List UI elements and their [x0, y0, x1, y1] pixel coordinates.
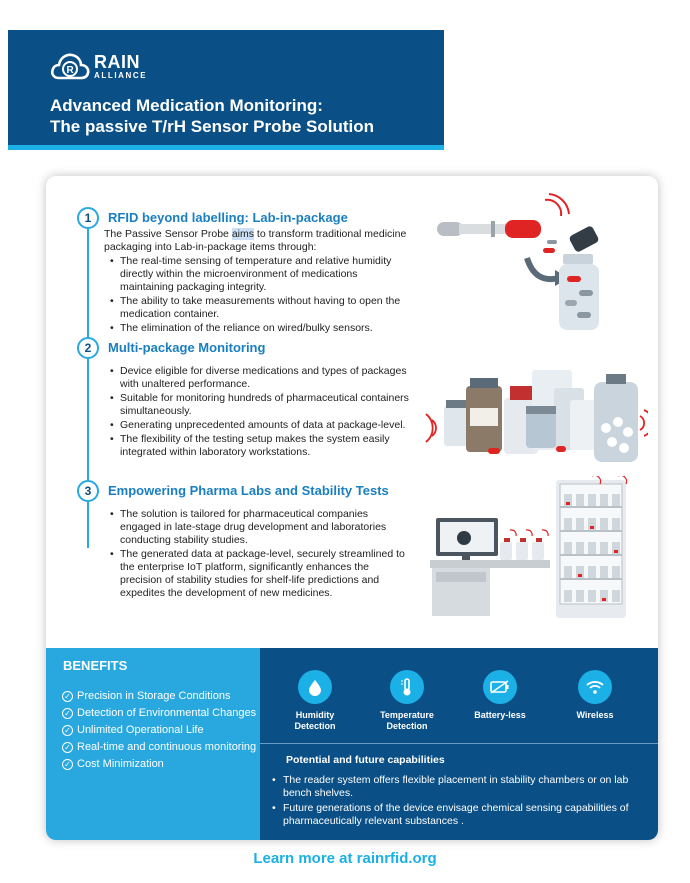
- benefits-title: BENEFITS: [63, 658, 128, 673]
- future-title: Potential and future capabilities: [286, 754, 445, 766]
- vial-icon: [444, 406, 470, 446]
- section-1-intro: The Passive Sensor Probe aims to transfo…: [104, 228, 410, 254]
- section-1-title: RFID beyond labelling: Lab-in-package: [108, 210, 348, 225]
- battery-icon: [483, 670, 517, 704]
- benefits-panel: BENEFITS ✓ Precision in Storage Condition…: [46, 648, 260, 840]
- future-list: The reader system offers flexible placem…: [270, 774, 648, 830]
- feature-label: Humidity Detection: [294, 710, 336, 731]
- jar-icon: [526, 412, 556, 448]
- feature-temperature: Temperature Detection: [367, 670, 447, 732]
- signal-left-icon: [425, 413, 437, 443]
- check-icon: ✓: [62, 742, 73, 753]
- benefit-label: Unlimited Operational Life: [77, 724, 204, 736]
- droplet-icon: [298, 670, 332, 704]
- feature-battery-less: Battery-less: [460, 670, 540, 721]
- list-item: Future generations of the device envisag…: [270, 802, 648, 828]
- page-title: Advanced Medication Monitoring: The pass…: [50, 95, 374, 137]
- pill-bottle-icon: [543, 226, 599, 330]
- benefit-item: ✓ Cost Minimization: [62, 757, 258, 772]
- bench-bottle-icon: [500, 542, 512, 560]
- check-icon: ✓: [62, 691, 73, 702]
- section-3-title: Empowering Pharma Labs and Stability Tes…: [108, 483, 389, 498]
- features-panel: Humidity Detection Temperature Detection…: [260, 648, 658, 840]
- list-item: Generating unprecedented amounts of data…: [104, 419, 410, 432]
- bench-signal-icon: [509, 529, 549, 537]
- rain-alliance-logo: R RAIN ALLIANCE: [50, 50, 147, 82]
- list-item: The solution is tailored for pharmaceuti…: [104, 508, 410, 547]
- title-line-1: Advanced Medication Monitoring:: [50, 96, 323, 115]
- content-card: 1 RFID beyond labelling: Lab-in-package …: [46, 176, 658, 840]
- section-1-number: 1: [77, 207, 99, 229]
- feature-wireless: Wireless: [555, 670, 635, 721]
- benefit-item: ✓ Unlimited Operational Life: [62, 723, 258, 738]
- section-2-body: Device eligible for diverse medications …: [104, 364, 410, 459]
- wireless-signal-icon: [544, 193, 570, 217]
- benefit-item: ✓ Real-time and continuous monitoring: [62, 740, 258, 755]
- feature-label: Battery-less: [474, 710, 526, 720]
- check-icon: ✓: [62, 708, 73, 719]
- svg-text:R: R: [67, 65, 75, 76]
- feature-label: Wireless: [576, 710, 614, 720]
- list-item: Device eligible for diverse medications …: [104, 365, 410, 391]
- title-line-2: The passive T/rH Sensor Probe Solution: [50, 117, 375, 136]
- intro-highlight: aims: [231, 228, 254, 240]
- small-bottle-icon: [570, 400, 596, 450]
- benefit-label: Cost Minimization: [77, 758, 164, 770]
- timeline-line: [87, 218, 89, 548]
- benefit-label: Detection of Environmental Changes: [77, 707, 257, 719]
- check-icon: ✓: [62, 725, 73, 736]
- benefit-label: Real-time and continuous monitoring: [77, 741, 257, 753]
- section-1-bullets: The real-time sensing of temperature and…: [104, 255, 410, 335]
- signal-right-icon: [639, 409, 648, 437]
- section-3-number: 3: [77, 480, 99, 502]
- list-item: The ability to take measurements without…: [104, 295, 410, 321]
- section-3-body: The solution is tailored for pharmaceuti…: [104, 507, 410, 600]
- lab-workstation-illustration: [430, 476, 628, 618]
- thermometer-icon: [390, 670, 424, 704]
- list-item: The real-time sensing of temperature and…: [104, 255, 410, 294]
- multi-package-illustration: [425, 370, 648, 462]
- features-divider: [260, 743, 658, 744]
- feature-label: Temperature Detection: [380, 710, 434, 731]
- section-1-body: The Passive Sensor Probe aims to transfo…: [104, 228, 410, 335]
- intro-text-post: to transform traditional medicine packag…: [104, 228, 407, 253]
- list-item: The reader system offers flexible placem…: [270, 774, 648, 800]
- arrow-icon: [524, 256, 560, 282]
- intro-text-pre: The Passive Sensor Probe: [104, 228, 232, 240]
- logo-brand: RAIN: [94, 51, 140, 72]
- benefit-label: Precision in Storage Conditions: [77, 690, 231, 702]
- list-item: The flexibility of the testing setup mak…: [104, 433, 410, 459]
- sensor-probe-icon: [437, 220, 541, 238]
- bench-icon: [430, 560, 550, 568]
- chamber-signal-icon: [592, 476, 628, 485]
- benefits-list: ✓ Precision in Storage Conditions ✓ Detect…: [62, 689, 258, 774]
- list-item: Suitable for monitoring hundreds of phar…: [104, 392, 410, 418]
- logo-sub: ALLIANCE: [94, 70, 148, 80]
- list-item: The generated data at package-level, sec…: [104, 548, 410, 600]
- probe-and-bottle-illustration: [437, 193, 599, 330]
- cloud-logo-icon: R: [50, 53, 90, 80]
- section-2-number: 2: [77, 337, 99, 359]
- check-icon: ✓: [62, 759, 73, 770]
- section-3-bullets: The solution is tailored for pharmaceuti…: [104, 508, 410, 600]
- section-2-title: Multi-package Monitoring: [108, 340, 266, 355]
- benefit-item: ✓ Precision in Storage Conditions: [62, 689, 258, 704]
- learn-more-link[interactable]: Learn more at rainrfid.org: [253, 850, 437, 867]
- header-banner: R RAIN ALLIANCE Advanced Medication Moni…: [8, 30, 444, 150]
- section-2-bullets: Device eligible for diverse medications …: [104, 365, 410, 459]
- wifi-icon: [578, 670, 612, 704]
- benefit-item: ✓ Detection of Environmental Changes: [62, 706, 258, 721]
- feature-humidity: Humidity Detection: [275, 670, 355, 732]
- list-item: The elimination of the reliance on wired…: [104, 322, 410, 335]
